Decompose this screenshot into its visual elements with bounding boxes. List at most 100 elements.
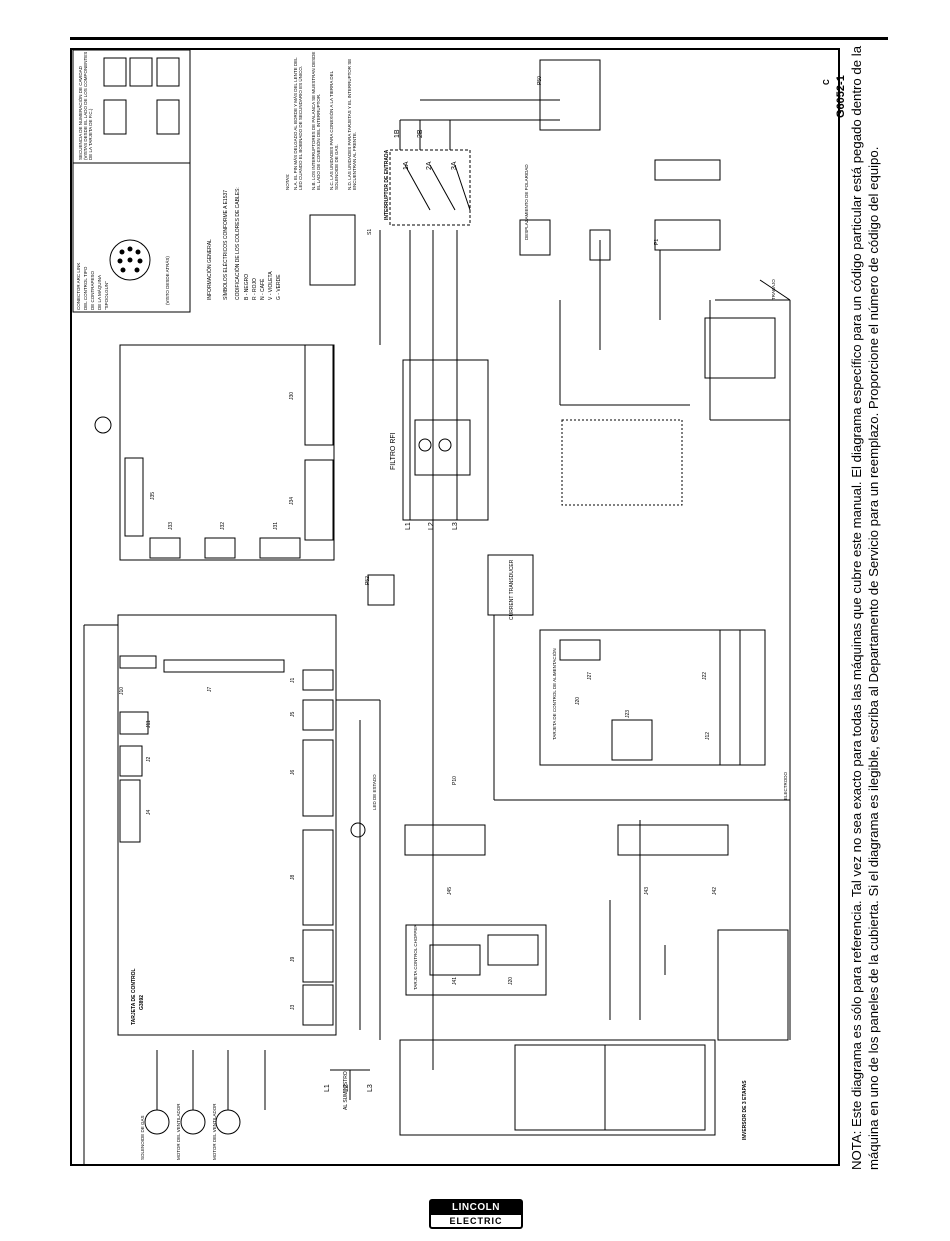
gas-solenoid-label: SOLENOIDE DE GAS [140,1115,145,1160]
connector-text-4: "SPOOLGUN" [104,281,109,310]
rfi-filter-label: FILTRO RFI [390,432,397,470]
conn-j31: J31 [273,521,279,530]
info-title: INFORMACIÓN GENERAL [207,239,213,300]
control-board-label: TARJETA DE CONTROL [131,968,137,1025]
chopper-board-label: TARJETA CONTROL CHOPPER [413,924,418,990]
color-4: G - VERDE [276,274,282,300]
conn-j10: J10 [119,686,125,695]
conn-j33: J33 [168,521,174,530]
fan-motor-2-icon [215,1109,241,1135]
conn-j27: J27 [587,671,593,680]
current-transducer-box [487,554,534,616]
inverter-label: INVERSOR DE 3 ETAPAS [742,1080,748,1140]
legend-box [72,49,191,313]
control-board-code: G3892 [139,994,145,1010]
numbering-note: SECUENCIA DE NUMERACIÓN DE CAVIDAD (VIST… [78,51,93,160]
note-0: N.A. EL PIN MÁS DELGADO AL BORDE Y MÁS D… [293,57,303,190]
conn-j43: J43 [644,886,650,895]
p1-connector [654,219,721,251]
conn-j7: J7 [207,686,213,692]
work-label: TRABAJO [771,279,776,300]
color-1: R - ROJO [252,278,258,300]
diagram-frame [70,48,840,1166]
input-switch-box [389,149,471,226]
rfi-l2: L2 [428,522,435,530]
phase-l3: L3 [367,1084,374,1092]
conn-p10: P10 [452,776,458,785]
conn-j34: J34 [289,496,295,505]
conn-p50: P50 [537,76,543,85]
conn-j12: J12 [705,731,711,740]
notes-title: NOTAS: [285,173,290,190]
conn-j11: J11 [146,720,152,728]
status-led-icon [350,822,366,838]
current-transducer-label: CURRENT TRANSDUCER [509,559,515,620]
conn-j4: J4 [146,809,152,815]
drawing-code: G6052-1 [835,75,847,118]
rfi-l1: L1 [405,522,412,530]
info-color-code: CODIFICACIÓN DE LOS COLORES DE CABLES: [235,187,241,300]
tap-1a: 1A [403,161,410,170]
note-1: N.B. LOS INTERRUPTORES DE PALANCA SE MUE… [311,51,321,190]
conn-j3: J3 [290,1004,296,1010]
logo-line-2: ELECTRIC [449,1216,503,1226]
chopper-board-box [405,924,547,996]
phase-l1: L1 [324,1084,331,1092]
tap-1b: 1B [394,129,401,138]
conn-j41: J41 [452,976,458,985]
input-switch-label: INTERRUPTOR DE ENTRADA [384,149,390,220]
inverter-outline [399,1039,716,1136]
conn-p52: P52 [365,576,371,585]
tap-3a: 3A [451,161,458,170]
feeder-board-box [539,629,766,766]
conn-p1: P1 [654,238,660,245]
conn-j8: J8 [290,874,296,880]
revision-letter: C [822,79,831,85]
arclink-connector-icon [109,239,151,281]
conn-j20: J20 [575,696,581,705]
conn-j35: J35 [150,491,156,500]
upper-board-box [119,344,335,561]
color-0: B - NEGRO [244,273,250,300]
polarity-label: DESPLAZAMIENTO DE POLARIDAD [524,164,529,240]
note-3: N.D. LAS UNIDADES PARA TARJETAS Y EL INT… [347,58,357,190]
fan-motor-label-2: MOTOR DEL VENTILADOR [212,1103,217,1160]
tap-2b: 2B [417,129,424,138]
info-symbols: SÍMBOLOS ELÉCTRICOS CONFORME A E1537 [223,189,229,300]
gas-solenoid-icon [144,1109,170,1135]
conn-j5: J5 [290,711,296,717]
conn-j9: J9 [290,956,296,962]
conn-j23: J23 [625,709,631,718]
conn-j32: J32 [220,521,226,530]
fan-motor-label: MOTOR DEL VENTILADOR [176,1103,181,1160]
feeder-board-label: TARJETA DE CONTROL DE ALIMENTACIÓN [552,648,557,740]
control-board-box [117,614,337,1036]
conn-j1: J1 [290,677,296,683]
led-icon [94,416,112,434]
connector-text-3: DE LA MÁQUINA [97,274,102,310]
conn-j42: J42 [712,886,718,895]
logo-line-1: LINCOLN [431,1201,521,1215]
rfi-filter-box [402,359,489,521]
conn-j22: J22 [702,671,708,680]
phase-l2: L2 [343,1084,350,1092]
conn-j20b: J20 [508,976,514,985]
status-led-label: LED DE ESTADO [372,774,377,810]
conn-j45: J45 [447,886,453,895]
color-2: N - CAFÉ [260,278,266,300]
note-2: N.C. LAS UNIDADES PARA CONEXIÓN A LA TIE… [329,71,339,190]
fan-motor-icon [180,1109,206,1135]
tap-2a: 2A [426,161,433,170]
connector-text-0: CONECTOR ARC LINK [76,262,81,310]
output-bridge [704,317,776,379]
connector-text-1: DEL CONTROL TIPO [83,266,88,310]
conn-j2: J2 [146,756,152,762]
reference-note: NOTA: Este diagrama es sólo para referen… [849,45,881,1170]
color-3: V - VIOLETA [268,271,274,300]
lincoln-electric-logo: LINCOLN ELECTRIC [429,1199,523,1229]
conn-s1: S1 [367,228,373,235]
p50-connector [539,59,601,131]
electrode-label: ELECTRODO [783,771,788,800]
conn-j6: J6 [290,769,296,775]
